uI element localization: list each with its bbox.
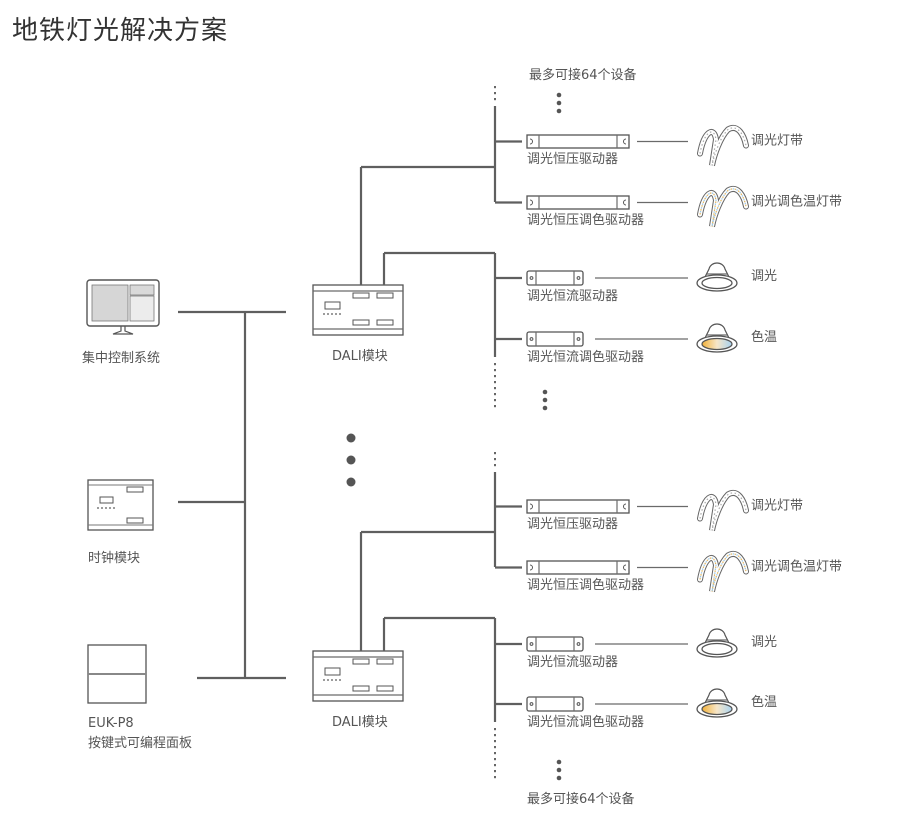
constant-voltage-driver-icon (526, 134, 630, 149)
clock-module[interactable]: 时钟模块 (87, 479, 154, 566)
central-control-system[interactable]: 集中控制系统 (82, 279, 160, 366)
driver-label: 调光恒流驱动器 (527, 655, 618, 670)
downlight-icon (696, 628, 738, 658)
fixture-label: 调光调色温灯带 (751, 194, 842, 210)
constant-voltage-driver-icon (526, 560, 630, 575)
page-title: 地铁灯光解决方案 (12, 16, 229, 46)
constant-current-driver-icon (526, 636, 584, 652)
keypad-panel[interactable]: EUK-P8 按键式可编程面板 (87, 644, 192, 751)
main-bus (178, 310, 286, 680)
dali-module[interactable]: DALI模块 (312, 284, 404, 364)
driver-label: 调光恒流驱动器 (527, 289, 618, 304)
constant-voltage-driver-icon (526, 195, 630, 210)
bus-continuation-dots (494, 363, 496, 408)
fixture-label: 调光 (751, 635, 777, 650)
dali-module[interactable]: DALI模块 (312, 650, 404, 730)
more-modules-ellipsis (346, 433, 356, 487)
module-label: DALI模块 (332, 349, 388, 364)
dali-branch: DALI模块 调光灯带调光恒压驱动器调光调色温灯带调光恒压调色驱动器调光调光恒流驱… (312, 67, 842, 411)
more-devices-ellipsis (542, 389, 548, 411)
tunable-downlight-icon (696, 688, 738, 718)
source-label: 集中控制系统 (82, 350, 160, 366)
max-devices-note: 最多可接64个设备 (527, 791, 635, 807)
source-label-model: EUK-P8 (88, 716, 134, 731)
fixture-label: 调光 (751, 269, 777, 284)
tunable-downlight-icon (696, 323, 738, 353)
led-strip-icon (697, 125, 749, 167)
fixture-label: 色温 (751, 329, 777, 345)
clock-module-icon (87, 479, 154, 531)
tunable-led-strip-icon (697, 551, 749, 593)
constant-current-driver-icon (526, 270, 584, 286)
tunable-led-strip-icon (697, 186, 749, 228)
bus-continuation-dots (494, 86, 496, 101)
led-strip-icon (697, 490, 749, 532)
fixture-label: 调光调色温灯带 (751, 559, 842, 575)
keypad-panel-icon (87, 644, 147, 704)
driver-label: 调光恒压驱动器 (527, 517, 618, 532)
driver-label: 调光恒压调色驱动器 (527, 577, 644, 593)
module-label: DALI模块 (332, 715, 388, 730)
dali-module-icon (312, 284, 404, 336)
more-devices-ellipsis (556, 92, 562, 114)
fixture-label: 调光灯带 (751, 134, 803, 149)
driver-label: 调光恒流调色驱动器 (527, 349, 644, 365)
driver-label: 调光恒流调色驱动器 (527, 714, 644, 730)
source-label: 时钟模块 (88, 550, 140, 566)
more-devices-ellipsis (556, 759, 562, 781)
dali-branch: DALI模块 调光灯带调光恒压驱动器调光调色温灯带调光恒压调色驱动器调光调光恒流驱… (312, 452, 842, 807)
fixture-label: 色温 (751, 694, 777, 710)
dali-module-icon (312, 650, 404, 702)
bus-continuation-dots (494, 728, 496, 779)
bus-continuation-dots (494, 452, 496, 467)
downlight-icon (696, 262, 738, 292)
constant-current-driver-icon (526, 696, 584, 712)
fixture-label: 调光灯带 (751, 499, 803, 514)
source-label: 按键式可编程面板 (88, 736, 192, 751)
constant-current-driver-icon (526, 331, 584, 347)
monitor-icon (86, 279, 160, 335)
max-devices-note: 最多可接64个设备 (529, 67, 637, 83)
driver-label: 调光恒压驱动器 (527, 152, 618, 167)
constant-voltage-driver-icon (526, 499, 630, 514)
driver-label: 调光恒压调色驱动器 (527, 212, 644, 228)
